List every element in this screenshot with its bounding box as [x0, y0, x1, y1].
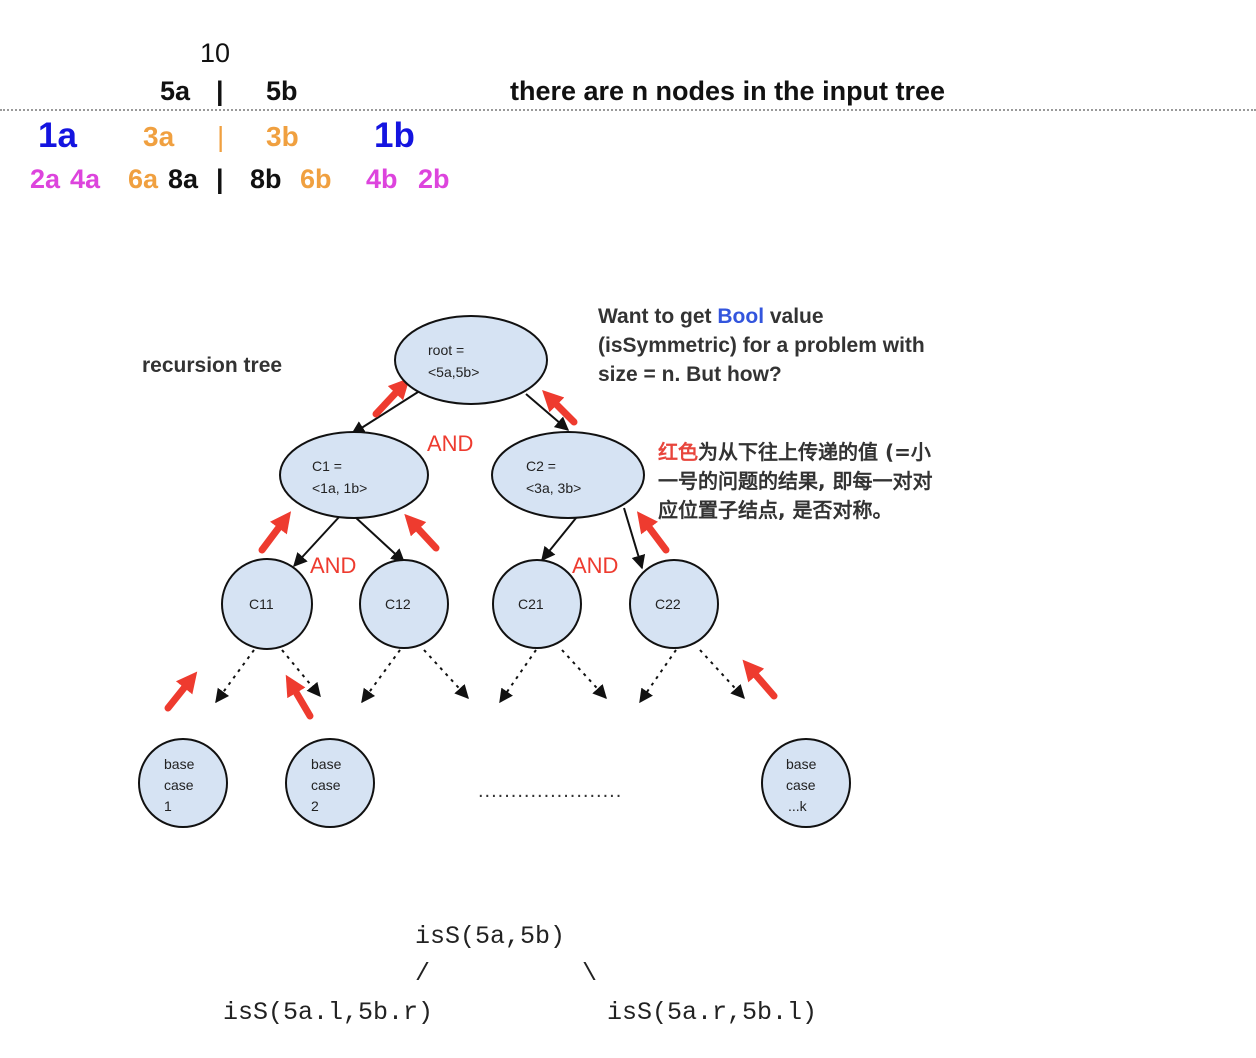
and-label-c1: AND	[310, 553, 356, 578]
dotted-edge-c21-right	[561, 649, 607, 700]
basek-label-3: ...k	[788, 798, 808, 814]
note-n-nodes: there are n nodes in the input tree	[510, 76, 946, 106]
label-8b: 8b	[250, 164, 282, 194]
chinese-line3: 应位置子结点, 是否对称。	[658, 498, 893, 522]
note-want-bool: Want to get Bool value (isSymmetric) for…	[598, 302, 925, 389]
and-label-root: AND	[427, 431, 473, 456]
value-ten: 10	[200, 38, 231, 68]
base1-label-3: 1	[164, 798, 172, 814]
node-base-case-k	[761, 738, 851, 828]
label-1b: 1b	[374, 116, 415, 155]
base2-label-2: case	[311, 777, 341, 793]
code-left-call: isS(5a.l,5b.r)	[223, 998, 434, 1027]
chinese-line1: 为从下往上传递的值 (=小	[698, 440, 931, 464]
label-4b: 4b	[366, 164, 398, 194]
want-bool-word: Bool	[717, 305, 765, 328]
code-slash: /	[415, 959, 431, 988]
label-5b: 5b	[266, 76, 298, 106]
node-c2	[491, 431, 645, 519]
node-base-case-1	[138, 738, 228, 828]
code-backslash: \	[582, 959, 598, 988]
want-line2: (isSymmetric) for a problem with	[598, 334, 925, 357]
c2-label-2: <3a, 3b>	[526, 480, 581, 496]
separator-row3: |	[216, 164, 224, 194]
code-right-call: isS(5a.r,5b.l)	[607, 998, 818, 1027]
basek-label-2: case	[786, 777, 816, 793]
label-8a: 8a	[168, 164, 199, 194]
label-5a: 5a	[160, 76, 191, 106]
red-arrow-c2-root	[542, 390, 578, 426]
want-line1-post: value	[764, 305, 824, 328]
node-c21	[492, 559, 582, 649]
red-arrow-c1-root	[372, 377, 410, 418]
root-label-2: <5a,5b>	[428, 364, 479, 380]
red-arrow-base2-c11	[285, 674, 314, 720]
red-arrow-base1-c11	[164, 671, 198, 712]
root-label-1: root =	[428, 342, 464, 358]
code-root-call: isS(5a,5b)	[415, 922, 566, 951]
divider-dotted	[0, 109, 1256, 111]
node-c22	[629, 559, 719, 649]
edge-c1-c12	[353, 515, 406, 563]
edge-c2-c22	[623, 507, 646, 570]
node-root	[394, 315, 548, 405]
dotted-edge-c12-right	[423, 649, 469, 700]
base1-label-1: base	[164, 756, 195, 772]
node-base-case-2	[285, 738, 375, 828]
label-recursion-tree: recursion tree	[142, 354, 283, 377]
dotted-edge-c21-left	[499, 649, 537, 704]
label-6a: 6a	[128, 164, 159, 194]
c1-label-2: <1a, 1b>	[312, 480, 367, 496]
label-2a: 2a	[30, 164, 61, 194]
chinese-line2: 一号的问题的结果, 即每一对对	[658, 469, 933, 493]
c12-label: C12	[385, 596, 411, 612]
edge-c1-c11	[293, 515, 341, 568]
label-6b: 6b	[300, 164, 332, 194]
node-c12	[359, 559, 449, 649]
basek-label-1: base	[786, 756, 817, 772]
note-chinese: 红色为从下往上传递的值 (=小 一号的问题的结果, 即每一对对 应位置子结点, …	[658, 438, 933, 525]
dotted-edge-c22-right	[699, 649, 745, 700]
node-c1	[279, 431, 429, 519]
base-case-ellipsis: ......................	[478, 780, 622, 802]
dotted-edge-c11-left	[215, 649, 255, 704]
c2-label-1: C2 =	[526, 458, 556, 474]
base1-label-2: case	[164, 777, 194, 793]
dotted-edge-c22-left	[639, 649, 677, 704]
label-4a: 4a	[70, 164, 101, 194]
red-arrow-basek-c22	[742, 659, 778, 700]
edge-c2-c21	[541, 517, 577, 562]
want-line3: size = n. But how?	[598, 363, 782, 386]
edge-root-c1	[350, 391, 419, 435]
red-arrow-c11-c1	[258, 511, 292, 554]
c11-label: C11	[249, 596, 274, 612]
c21-label: C21	[518, 596, 544, 612]
base2-label-1: base	[311, 756, 342, 772]
want-line1-pre: Want to get	[598, 305, 718, 328]
label-3b: 3b	[266, 121, 299, 152]
c1-label-1: C1 =	[312, 458, 342, 474]
label-3a: 3a	[143, 121, 175, 152]
label-1a: 1a	[38, 116, 77, 155]
and-label-c2: AND	[572, 553, 618, 578]
base2-label-3: 2	[311, 798, 319, 814]
dotted-edge-c12-left	[361, 649, 401, 704]
node-c11	[221, 558, 313, 650]
c22-label: C22	[655, 596, 681, 612]
chinese-red-word: 红色	[658, 440, 698, 464]
red-arrow-c22-c2	[636, 511, 670, 554]
separator-row2: |	[217, 121, 225, 152]
separator-row1: |	[216, 76, 224, 106]
red-arrow-c12-c1	[404, 513, 440, 552]
dotted-edge-c11-right	[281, 649, 321, 698]
label-2b: 2b	[418, 164, 450, 194]
